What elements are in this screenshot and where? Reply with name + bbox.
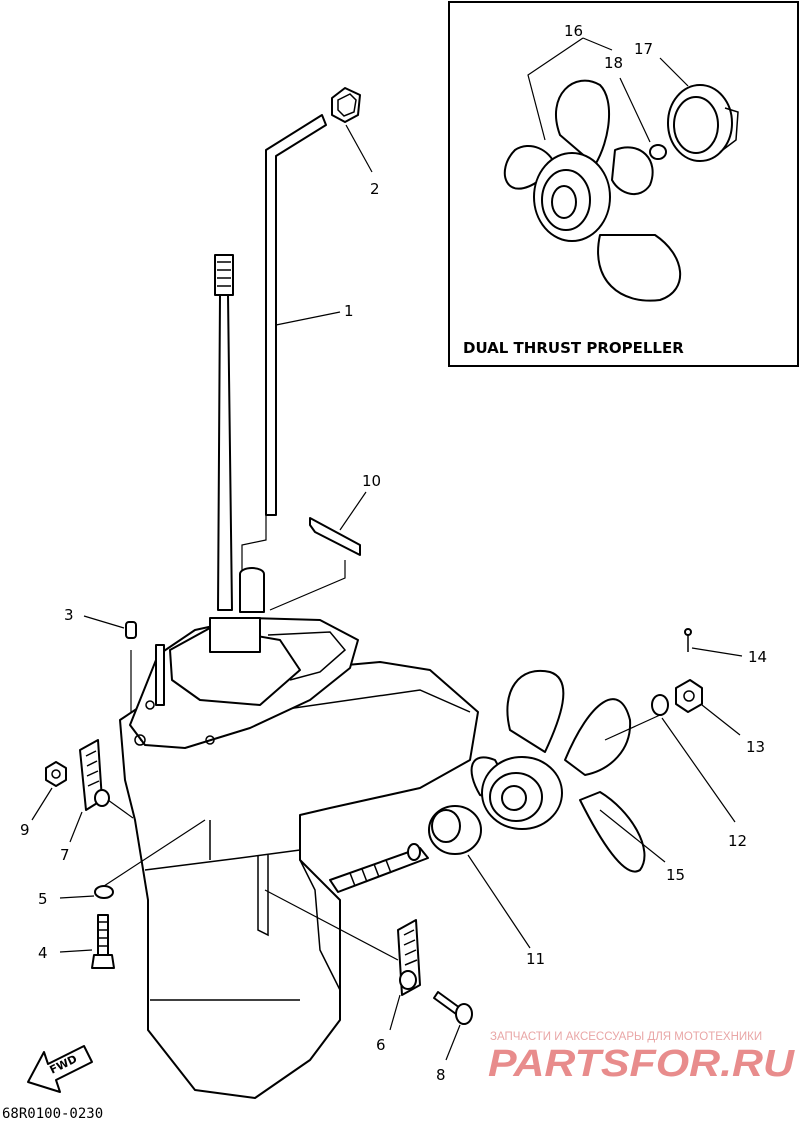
anode-upper <box>69 739 134 843</box>
anode-lower <box>264 889 421 1031</box>
callout-17: 17 <box>634 40 653 58</box>
cotter-pin <box>684 628 743 657</box>
callout-10: 10 <box>362 472 381 490</box>
inset-title: DUAL THRUST PROPELLER <box>463 339 684 357</box>
propeller-shaft <box>329 843 429 893</box>
callout-2: 2 <box>370 180 380 198</box>
callout-9: 9 <box>20 821 30 839</box>
spacer <box>428 805 531 949</box>
callout-16: 16 <box>564 22 583 40</box>
lower-casing <box>119 617 479 1099</box>
callout-12: 12 <box>728 832 747 850</box>
drive-shaft <box>214 254 234 611</box>
callout-7: 7 <box>60 846 70 864</box>
watermark-caption: ЗАПЧАСТИ И АКСЕССУАРЫ ДЛЯ МОТОТЕХНИКИ <box>490 1031 762 1043</box>
callout-18: 18 <box>604 54 623 72</box>
callout-1: 1 <box>344 302 354 320</box>
bolt-lower <box>59 914 115 969</box>
propeller-main <box>470 669 666 873</box>
dual-thrust-propeller-inset: 16 17 18 DUAL THRUST PROPELLER <box>448 1 799 367</box>
screw-lower <box>433 991 473 1061</box>
callout-14: 14 <box>748 648 767 666</box>
watermark-brand: PARTSFOR.RU <box>488 1043 796 1085</box>
callout-6: 6 <box>376 1036 386 1054</box>
callout-15: 15 <box>666 866 685 884</box>
callout-13: 13 <box>746 738 765 756</box>
callout-5: 5 <box>38 890 48 908</box>
nut-upper <box>31 761 67 821</box>
watermark: ЗАПЧАСТИ И АКСЕССУАРЫ ДЛЯ МОТОТЕХНИКИ PA… <box>488 1031 796 1085</box>
washer-lower <box>59 819 206 899</box>
washer-propeller <box>604 694 736 823</box>
drawing-code: 68R0100-0230 <box>2 1106 103 1122</box>
forward-direction-arrow: FWD <box>27 1045 93 1093</box>
shift-rod-bushing <box>239 567 265 613</box>
propeller-nut <box>675 679 741 736</box>
seal-strip <box>269 491 367 611</box>
callout-8: 8 <box>436 1066 446 1084</box>
callout-4: 4 <box>38 944 48 962</box>
shift-rod <box>241 114 341 570</box>
grommet <box>331 87 373 173</box>
callout-11: 11 <box>526 950 545 968</box>
callout-3: 3 <box>64 606 74 624</box>
